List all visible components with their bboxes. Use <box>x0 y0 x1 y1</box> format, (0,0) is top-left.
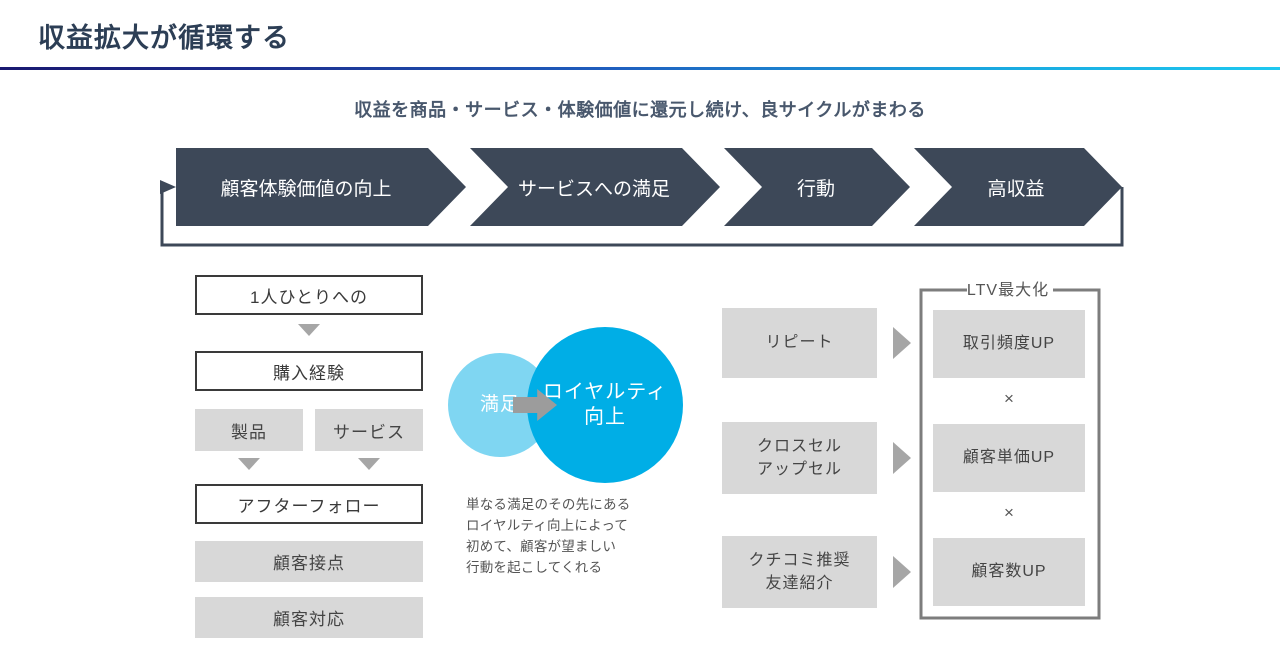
left-box-customer-touchpoint[interactable]: 顧客接点 <box>195 541 423 582</box>
outcome-box-customer-count[interactable]: 顧客数UP <box>933 538 1085 606</box>
cycle-step-2[interactable]: サービスへの満足 <box>470 148 720 226</box>
driver-cross-line2: アップセル <box>756 461 842 478</box>
center-caption-line-2: ロイヤルティ向上によって <box>466 517 629 533</box>
right-arrow-icon-3 <box>893 556 911 588</box>
cycle-step-1[interactable]: 顧客体験価値の向上 <box>176 148 466 226</box>
right-arrow-icon-1 <box>893 327 911 359</box>
down-arrow-icon-2 <box>238 458 260 470</box>
left-box-after-follow[interactable]: アフターフォロー <box>195 484 423 524</box>
operator-times-2: × <box>1004 503 1014 522</box>
driver-referral-line2: 友達紹介 <box>765 575 834 592</box>
driver-box-cross-upsell-label: クロスセル アップセル <box>757 435 842 481</box>
left-box-product[interactable]: 製品 <box>195 409 303 451</box>
center-caption-line-4: 行動を起こしてくれる <box>466 559 603 575</box>
driver-cross-line1: クロスセル <box>756 437 842 455</box>
outcome-box-unit-price[interactable]: 顧客単価UP <box>933 424 1085 492</box>
left-box-purchase-experience[interactable]: 購入経験 <box>195 351 423 391</box>
page-title: 収益拡大が循環する <box>38 23 290 53</box>
title-divider <box>0 67 1280 70</box>
ltv-bracket-label: LTV最大化 <box>966 282 1050 299</box>
down-arrow-icon-3 <box>358 458 380 470</box>
driver-box-referral[interactable]: クチコミ推奨 友達紹介 <box>722 536 877 608</box>
cycle-step-4-label: 高収益 <box>987 178 1045 200</box>
driver-box-repeat-label: リピート <box>765 334 834 352</box>
cycle-step-4[interactable]: 高収益 <box>914 148 1122 226</box>
cycle-step-3-label: 行動 <box>796 178 835 200</box>
ltv-bracket <box>919 288 1101 620</box>
loyalty-circle-label-line1: ロイヤルティ <box>542 381 668 403</box>
driver-box-referral-label: クチコミ推奨 友達紹介 <box>748 549 850 595</box>
subtitle: 収益を商品・サービス・体験価値に還元し続け、良サイクルがまわる <box>354 100 926 120</box>
satisfaction-circle-label: 満足 <box>479 394 520 416</box>
cycle-step-3[interactable]: 行動 <box>724 148 910 226</box>
center-caption-line-1: 単なる満足のその先にある <box>466 497 631 512</box>
operator-times-1: × <box>1004 389 1014 408</box>
cycle-step-2-label: サービスへの満足 <box>517 178 670 200</box>
right-arrow-icon-2 <box>893 442 911 474</box>
driver-box-repeat[interactable]: リピート <box>722 308 877 378</box>
loyalty-circle-label: ロイヤルティ 向上 <box>543 380 667 430</box>
down-arrow-icon-1 <box>298 324 320 336</box>
driver-referral-line1: クチコミ推奨 <box>748 551 851 569</box>
loyalty-circle-label-line2: 向上 <box>583 406 626 428</box>
cycle-step-1-label: 顧客体験価値の向上 <box>220 178 392 200</box>
left-box-service[interactable]: サービス <box>315 409 423 451</box>
center-caption: 単なる満足のその先にある ロイヤルティ向上によって 初めて、顧客が望ましい 行動… <box>466 495 686 579</box>
outcome-box-frequency[interactable]: 取引頻度UP <box>933 310 1085 378</box>
left-box-personalization[interactable]: 1人ひとりへの <box>195 275 423 315</box>
left-box-customer-support[interactable]: 顧客対応 <box>195 597 423 638</box>
center-caption-line-3: 初めて、顧客が望ましい <box>466 538 617 554</box>
driver-box-cross-upsell[interactable]: クロスセル アップセル <box>722 422 877 494</box>
